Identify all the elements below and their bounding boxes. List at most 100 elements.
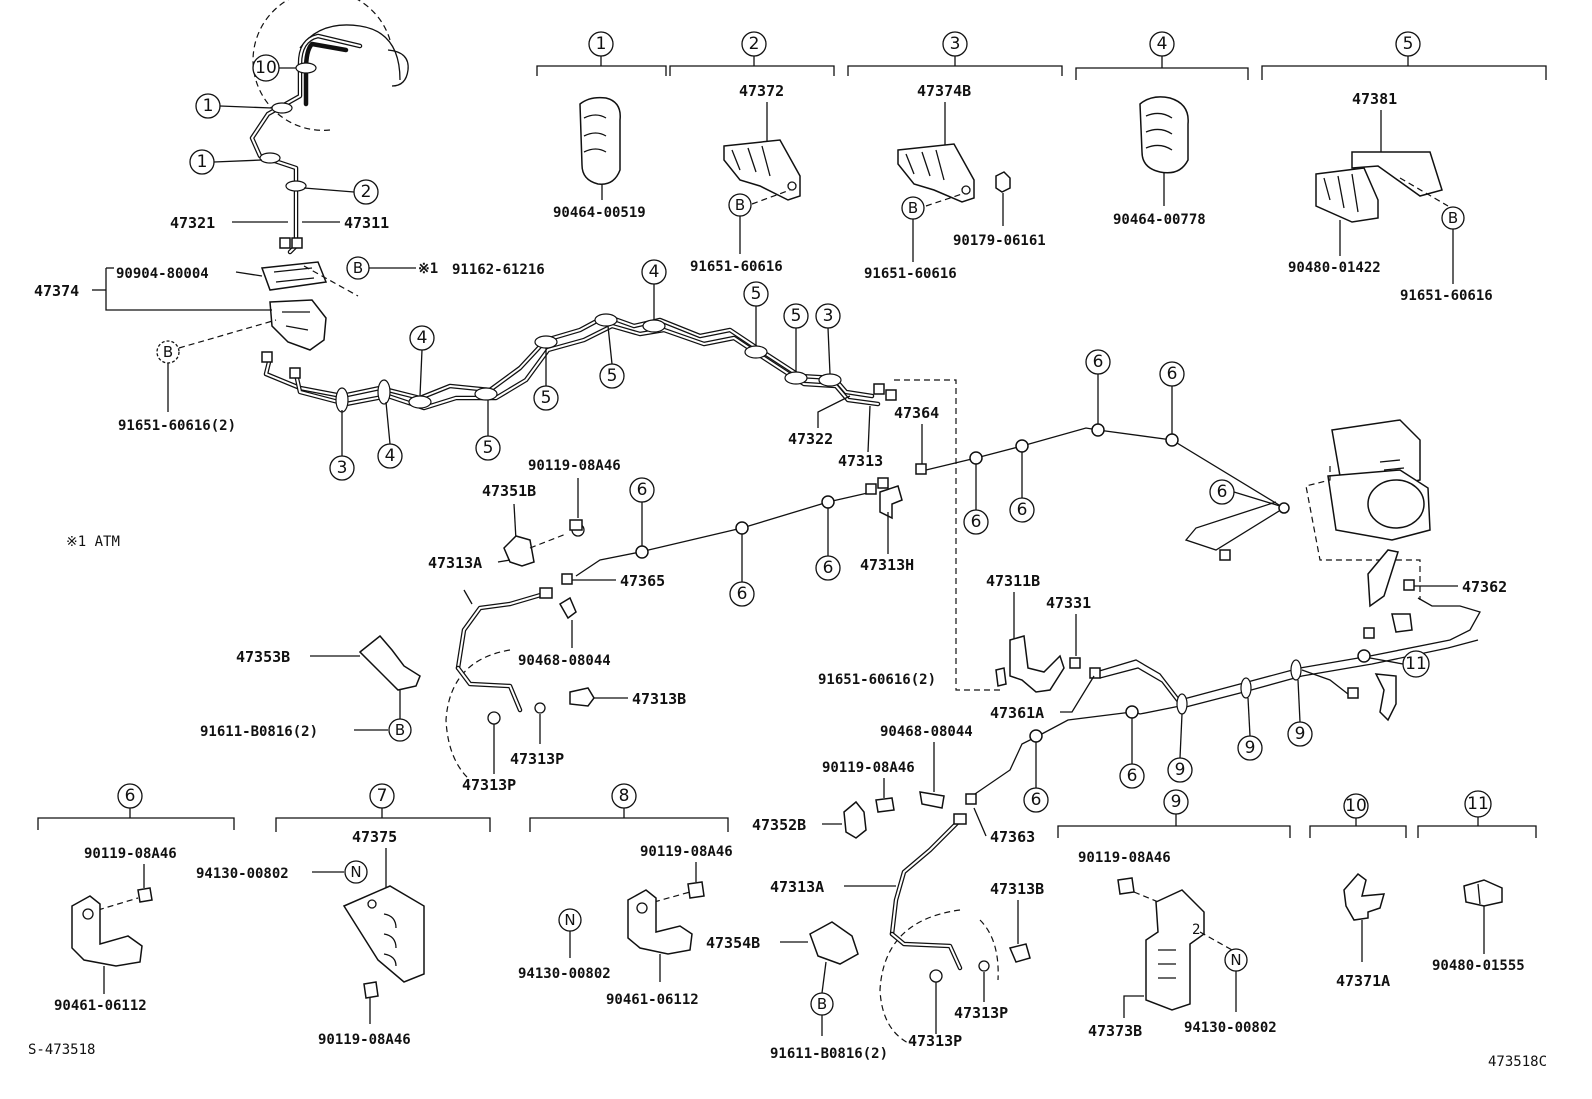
part-47354B: 47354B <box>706 934 760 952</box>
callout-6: 6 <box>1127 766 1138 786</box>
detail-group-3: 3 47374B B 91651-60616 90179-06161 <box>847 31 1063 282</box>
callout-6: 6 <box>1167 364 1178 384</box>
bolt-callout-B: B <box>908 199 918 217</box>
part-90468-08044: 90468-08044 <box>880 724 973 740</box>
callout-5: 5 <box>1403 34 1414 54</box>
bolt-callout-B: B <box>353 259 363 277</box>
callout-3: 3 <box>823 306 834 326</box>
atm-note: ※1 ATM <box>66 534 120 550</box>
callout-7: 7 <box>377 786 388 806</box>
detail-group-4: 4 90464-00778 <box>1075 31 1249 228</box>
callout-6: 6 <box>971 512 982 532</box>
callout-9: 9 <box>1295 724 1306 744</box>
clamp-icon <box>1139 96 1189 174</box>
part-47313: 47313 <box>838 452 883 470</box>
part-90461-06112: 90461-06112 <box>54 998 147 1014</box>
code-left: S-473518 <box>28 1042 95 1058</box>
bolt-callout-B: B <box>817 995 827 1013</box>
callout-11: 11 <box>1405 654 1427 674</box>
part-47311B: 47311B <box>986 572 1040 590</box>
upper-brake-line <box>261 313 897 413</box>
callout-6: 6 <box>737 584 748 604</box>
part-47374B: 47374B <box>917 82 971 100</box>
callout-8: 8 <box>619 786 630 806</box>
part-94130-00802: 94130-00802 <box>1184 1020 1277 1036</box>
abs-actuator <box>1305 419 1431 600</box>
part-91651-60616-2b: 91651-60616(2) <box>818 672 936 688</box>
clip-bracket-icon <box>1315 151 1443 223</box>
part-47313P: 47313P <box>908 1032 962 1050</box>
part-47372: 47372 <box>739 82 784 100</box>
part-94130-00802: 94130-00802 <box>196 866 289 882</box>
callout-9: 9 <box>1171 792 1182 812</box>
part-47371A: 47371A <box>1336 972 1390 990</box>
rear-brake-lines <box>971 549 1481 797</box>
part-47313A: 47313A <box>428 554 482 572</box>
part-91651-60616: 91651-60616 <box>1400 288 1493 304</box>
part-label-2: 2 <box>1192 922 1200 938</box>
callout-5: 5 <box>751 284 762 304</box>
part-47313P: 47313P <box>954 1004 1008 1022</box>
callout-4: 4 <box>417 328 428 348</box>
nut-icon <box>995 171 1011 193</box>
part-47363: 47363 <box>990 828 1035 846</box>
callout-6: 6 <box>125 786 136 806</box>
part-94130-00802: 94130-00802 <box>518 966 611 982</box>
part-90480-01555: 90480-01555 <box>1432 958 1525 974</box>
nut-callout-N: N <box>564 911 575 929</box>
callout-11: 11 <box>1467 794 1489 814</box>
callout-3: 3 <box>337 458 348 478</box>
part-47352B: 47352B <box>752 816 806 834</box>
callout-5: 5 <box>791 306 802 326</box>
middle-brake-line <box>575 423 1290 577</box>
part-47365: 47365 <box>620 572 665 590</box>
callout-1: 1 <box>197 152 208 172</box>
bolt-callout-B: B <box>1448 209 1458 227</box>
part-90464-00778: 90464-00778 <box>1113 212 1206 228</box>
callout-6: 6 <box>823 558 834 578</box>
part-90904-80004: 90904-80004 <box>116 266 209 282</box>
part-90119-08A46: 90119-08A46 <box>318 1032 411 1048</box>
brake-booster <box>252 0 409 131</box>
nut-callout-N: N <box>1230 951 1241 969</box>
part-47313B: 47313B <box>632 690 686 708</box>
callout-6: 6 <box>1031 790 1042 810</box>
part-91611-B0816-2: 91611-B0816(2) <box>770 1046 888 1062</box>
code-right: 473518C <box>1488 1054 1547 1070</box>
clip-bracket-icon <box>723 139 801 201</box>
part-47351B: 47351B <box>482 482 536 500</box>
part-47313B: 47313B <box>990 880 1044 898</box>
part-47313P: 47313P <box>510 750 564 768</box>
callout-5: 5 <box>483 438 494 458</box>
part-91651-60616-2: 91651-60616(2) <box>118 418 236 434</box>
callout-6: 6 <box>637 480 648 500</box>
proportioning-valve <box>260 261 359 351</box>
part-90461-06112: 90461-06112 <box>606 992 699 1008</box>
detail-group-2: 2 47372 B 91651-60616 <box>669 31 835 275</box>
part-47364: 47364 <box>894 404 939 422</box>
detail-group-5: 5 47381 B 91651-60616 90480-01422 <box>1261 31 1547 304</box>
part-47313A: 47313A <box>770 878 824 896</box>
callout-4: 4 <box>1157 34 1168 54</box>
part-90119-08A46: 90119-08A46 <box>1078 850 1171 866</box>
nut-callout-N: N <box>350 863 361 881</box>
part-47353B: 47353B <box>236 648 290 666</box>
part-90119-08A46: 90119-08A46 <box>84 846 177 862</box>
callout-2: 2 <box>749 34 760 54</box>
detail-group-10: 10 47371A <box>1309 793 1407 990</box>
part-47321: 47321 <box>170 214 215 232</box>
part-47381: 47381 <box>1352 90 1397 108</box>
part-47375: 47375 <box>352 828 397 846</box>
callout-10: 10 <box>255 58 277 78</box>
detail-group-6: 6 90119-08A46 90461-06112 S-473518 <box>28 783 235 1058</box>
callout-5: 5 <box>541 388 552 408</box>
callout-2: 2 <box>361 182 372 202</box>
clip-bracket-icon <box>897 143 975 203</box>
detail-group-8: 8 90119-08A46 90461-06112 N 94130-00802 <box>518 783 733 1008</box>
part-90119-08A46: 90119-08A46 <box>822 760 915 776</box>
part-90464-00519: 90464-00519 <box>553 205 646 221</box>
part-47361A: 47361A <box>990 704 1044 722</box>
detail-group-1: 1 90464-00519 <box>536 31 667 221</box>
callout-1: 1 <box>596 34 607 54</box>
part-47362: 47362 <box>1462 578 1507 596</box>
